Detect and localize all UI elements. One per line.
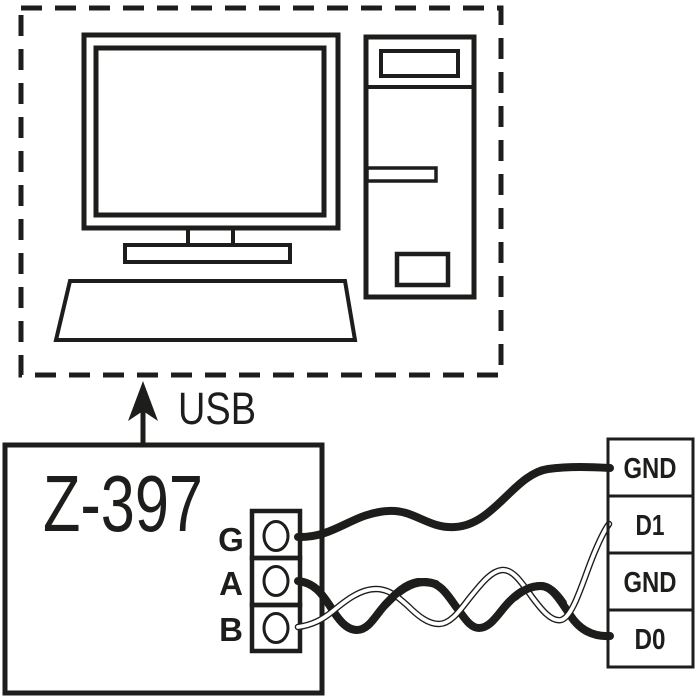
reader-label-gnd1: GND [624,453,677,485]
terminal-label-b: B [219,611,243,648]
wires [294,463,614,641]
wire-g-to-gnd [294,463,614,542]
z397-label: Z-397 [43,459,203,548]
reader-cell-d0 [606,608,695,669]
monitor-frame [81,32,341,231]
usb-connection: USB [128,381,256,445]
z397-box [2,442,325,696]
monitor-stand-icon [123,226,292,264]
terminal-label-g: G [218,521,244,558]
wire-a-to-d0-overlap [511,581,567,607]
tower-drive-bay-icon [379,49,460,78]
wire-b-to-d1-core [296,522,611,629]
stand-base [123,243,292,264]
tower-icon [363,34,477,300]
wire-a-to-d0-overlap [381,577,440,609]
stand-neck [186,226,235,247]
monitor-icon [81,32,341,231]
tower-button-panel-icon [394,251,451,288]
reader-label-d1: D1 [636,510,665,542]
reader-label-gnd2: GND [624,567,677,599]
terminal-cell-b [249,602,303,654]
terminal-label-a: A [219,565,243,602]
monitor-screen [93,45,327,218]
wire-b-to-d1-outline [294,520,613,631]
terminal-hole-icon [262,565,290,597]
reader-label-d0: D0 [635,624,666,656]
usb-label: USB [178,383,256,434]
computer-unit [18,5,504,378]
reader-terminal-block: GND D1 GND D0 [606,437,695,669]
terminal-hole-icon [262,520,290,552]
wire-a-to-d0 [294,577,614,641]
device-terminal-block: G A B [218,508,303,654]
tower-slot-icon [365,166,438,183]
converter-device: Z-397 G A B [2,442,325,696]
computer-dashed-boundary [18,5,504,378]
usb-arrowhead-icon [128,381,158,421]
keyboard-icon [53,279,358,342]
terminal-hole-icon [262,612,290,644]
